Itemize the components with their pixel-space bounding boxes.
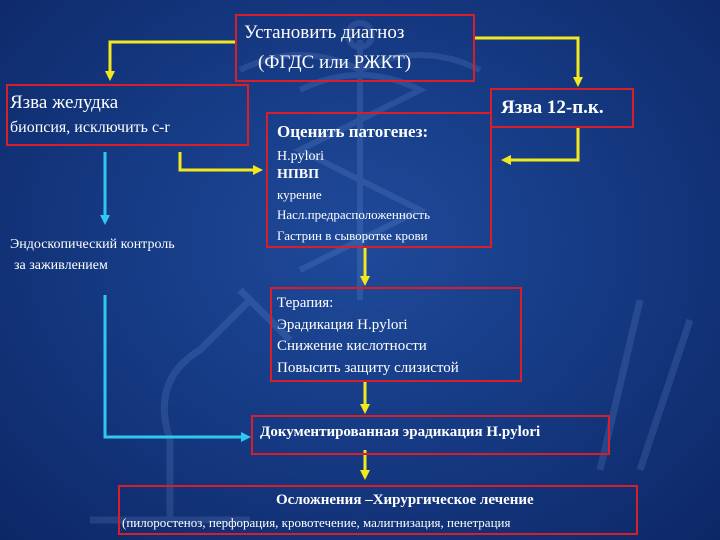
pathogenesis-item-smoking: курение (277, 187, 322, 202)
pathogenesis-item-hpylori: H.pylori (277, 149, 325, 164)
diagnosis-title: Установить диагноз (244, 22, 405, 43)
pathogenesis-box (266, 112, 492, 248)
therapy-title: Терапия: (277, 295, 334, 311)
therapy-item-mucosa: Повысить защиту слизистой (277, 360, 459, 376)
pathogenesis-title: Оценить патогенез: (277, 122, 429, 141)
gastric-ulcer-title: Язва желудка (10, 92, 119, 113)
therapy-item-eradication: Эрадикация H.pylori (277, 317, 408, 333)
arrow-duodenal-to-pathogenesis (501, 128, 580, 165)
endoscopic-control-line2: за заживлением (14, 258, 108, 273)
diagnosis-methods: (ФГДС или РЖКТ) (258, 52, 412, 73)
arrow-endoscopic-to-documented (103, 295, 251, 442)
duodenal-ulcer-title: Язва 12-п.к. (501, 97, 604, 118)
complications-detail: (пилоростеноз, перфорация, кровотечение,… (122, 515, 511, 530)
complications-box (118, 485, 638, 535)
arrow-diagnosis-to-duodenal (475, 36, 583, 87)
duodenal-ulcer-box (490, 88, 634, 128)
arrow-gastric-to-pathogenesis (178, 152, 263, 175)
complications-title: Осложнения –Хирургическое лечение (276, 492, 534, 508)
pathogenesis-item-nsaid: НПВП (277, 167, 320, 182)
diagnosis-box (235, 14, 475, 82)
documented-eradication-text: Документированная эрадикация H.pylori (260, 424, 541, 440)
therapy-box (270, 287, 522, 382)
endoscopic-control-line1: Эндоскопический контроль (10, 237, 175, 252)
therapy-item-acid: Снижение кислотности (277, 338, 427, 354)
gastric-ulcer-box (6, 84, 249, 146)
documented-eradication-box (251, 415, 610, 455)
gastric-ulcer-biopsy: биопсия, исключить с-r (10, 119, 170, 136)
pathogenesis-item-gastrin: Гастрин в сыворотке крови (277, 228, 428, 243)
pathogenesis-item-heredity: Насл.предрасположенность (277, 207, 431, 222)
arrow-diagnosis-to-gastric (105, 40, 237, 81)
